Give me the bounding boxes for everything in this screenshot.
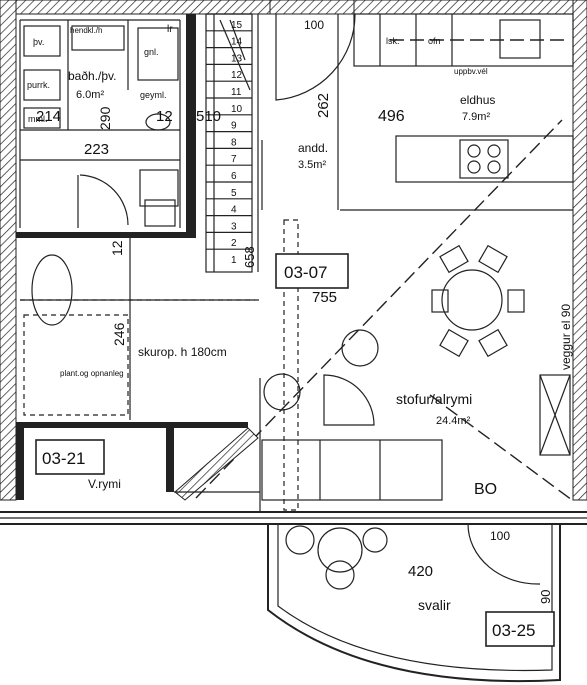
stair-step-number: 1 — [231, 255, 237, 266]
entry-door — [261, 13, 356, 210]
dining-table — [441, 269, 503, 331]
dim-290: 290 — [97, 106, 113, 130]
stair-step-number: 11 — [231, 87, 242, 98]
label-lr: lr — [167, 24, 173, 35]
dim-658: 658 — [242, 246, 257, 268]
interior-walls — [16, 14, 255, 500]
stair-step-number: 10 — [231, 104, 243, 115]
exterior-walls — [0, 0, 587, 525]
kitchen-units — [340, 13, 574, 211]
label-thv: þv. — [33, 37, 44, 47]
dim-496: 496 — [378, 108, 405, 125]
dim-510: 510 — [196, 108, 221, 125]
unit-id-balcony-text: 03-25 — [492, 621, 535, 640]
living-area: 24.4m² — [436, 415, 471, 427]
unit-id-main-text: 03-07 — [284, 263, 327, 282]
label-geyml: geyml. — [140, 90, 167, 100]
hall-area: 3.5m² — [298, 159, 326, 171]
dim-755: 755 — [312, 289, 337, 306]
kitchen-name: eldhus — [460, 93, 495, 107]
dim-420: 420 — [408, 563, 433, 580]
stair-step-number: 7 — [231, 154, 237, 165]
dim-100-bottom: 100 — [490, 529, 510, 543]
hall-name: andd. — [298, 141, 328, 155]
stair-step-number: 4 — [231, 205, 237, 216]
label-lsk: lsk. — [386, 36, 400, 46]
dim-100-top: 100 — [304, 18, 324, 32]
stair-step-number: 8 — [231, 137, 237, 148]
stair-step-number: 6 — [231, 171, 237, 182]
dim-214: 214 — [36, 108, 61, 125]
label-gnl: gnl. — [144, 47, 159, 57]
dim-90: 90 — [538, 590, 553, 604]
unit-id-storage-text: 03-21 — [42, 449, 85, 468]
dim-262: 262 — [315, 93, 332, 118]
dim-12a: 12 — [156, 108, 173, 125]
balcony-name: svalir — [418, 597, 451, 613]
sloped-ceiling-lines — [20, 119, 573, 511]
stair-step-number: 3 — [231, 221, 237, 232]
label-mml: mml. — [28, 114, 48, 124]
dim-223: 223 — [84, 141, 109, 158]
storage-slope-wall — [174, 427, 260, 501]
kitchen-area: 7.9m² — [462, 111, 490, 123]
unit-id-main: 03-07 — [275, 253, 349, 289]
living-furniture — [259, 244, 571, 512]
stair-step-number: 15 — [231, 20, 243, 31]
label-uppbv: uppbv.vél — [454, 67, 488, 76]
stair-step-number: 5 — [231, 188, 237, 199]
stair-step-number: 14 — [231, 37, 243, 48]
label-purrk: purrk. — [27, 80, 50, 90]
stair-step-number: 2 — [231, 238, 237, 249]
bathroom-fixtures — [23, 25, 179, 416]
label-hendkl: hendkl./h — [70, 26, 102, 35]
dim-246: 246 — [111, 322, 127, 346]
bathtub-shape — [31, 254, 73, 326]
living-name: stofur/alrymi — [396, 391, 472, 407]
wall-height-note: veggur el 90 — [559, 304, 573, 370]
tv-unit — [539, 374, 571, 456]
cooktop — [459, 139, 509, 179]
label-bo: BO — [474, 481, 497, 498]
skurop-label: skurop. h 180cm — [138, 345, 227, 359]
unit-id-balcony: 03-25 — [485, 611, 555, 647]
balcony — [267, 523, 561, 683]
dim-12b: 12 — [109, 240, 125, 256]
label-plant: plant.og opnanleg — [60, 369, 124, 378]
stair-step-number: 12 — [231, 70, 243, 81]
storage-name: V.rymi — [88, 477, 121, 491]
label-ofn: ofn — [428, 36, 441, 46]
stair-step-number: 9 — [231, 121, 237, 132]
bath-area: 6.0m² — [76, 89, 104, 101]
unit-id-storage: 03-21 — [35, 439, 105, 475]
bath-name: baðh./þv. — [68, 69, 116, 83]
